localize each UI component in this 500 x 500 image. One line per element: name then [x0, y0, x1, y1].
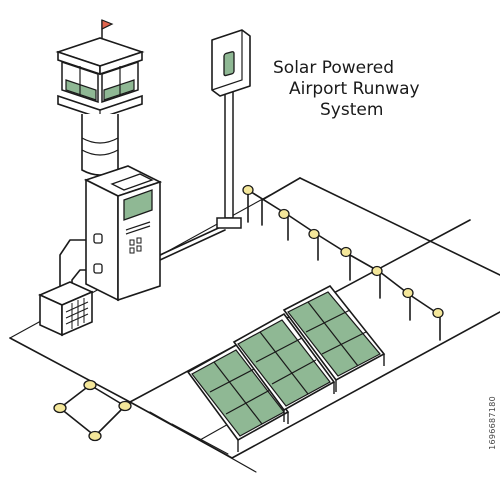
solar-panel — [186, 342, 290, 452]
title-line-1: Solar Powered — [273, 58, 395, 78]
battery-box — [38, 281, 94, 337]
runway-light — [402, 287, 414, 299]
tower-window — [103, 79, 135, 101]
runway-light — [278, 208, 290, 220]
title-line-3: System — [320, 100, 384, 120]
runway-light — [242, 184, 254, 196]
meter-display — [223, 51, 235, 77]
ground-light — [88, 430, 102, 442]
runway-light — [371, 265, 383, 277]
flag — [101, 19, 114, 30]
fence-lights — [242, 184, 444, 341]
title-line-2: Airport Runway — [289, 79, 420, 99]
runway-light — [340, 246, 352, 258]
stock-id: 1696687180 — [488, 396, 497, 450]
runway-light — [308, 228, 320, 240]
tower-window — [65, 79, 97, 101]
cabinet-screen — [123, 189, 153, 221]
runway-light — [432, 307, 444, 319]
meter-pole — [211, 29, 251, 229]
ground-light — [118, 400, 132, 412]
solar-panel — [232, 312, 336, 422]
ground-light — [53, 402, 67, 414]
ground-light-circuit — [53, 379, 132, 442]
solar-panel — [282, 284, 386, 392]
ground-light — [83, 379, 97, 391]
control-tower — [55, 19, 145, 176]
control-cabinet — [83, 165, 163, 302]
solar-panel-array — [186, 284, 386, 452]
